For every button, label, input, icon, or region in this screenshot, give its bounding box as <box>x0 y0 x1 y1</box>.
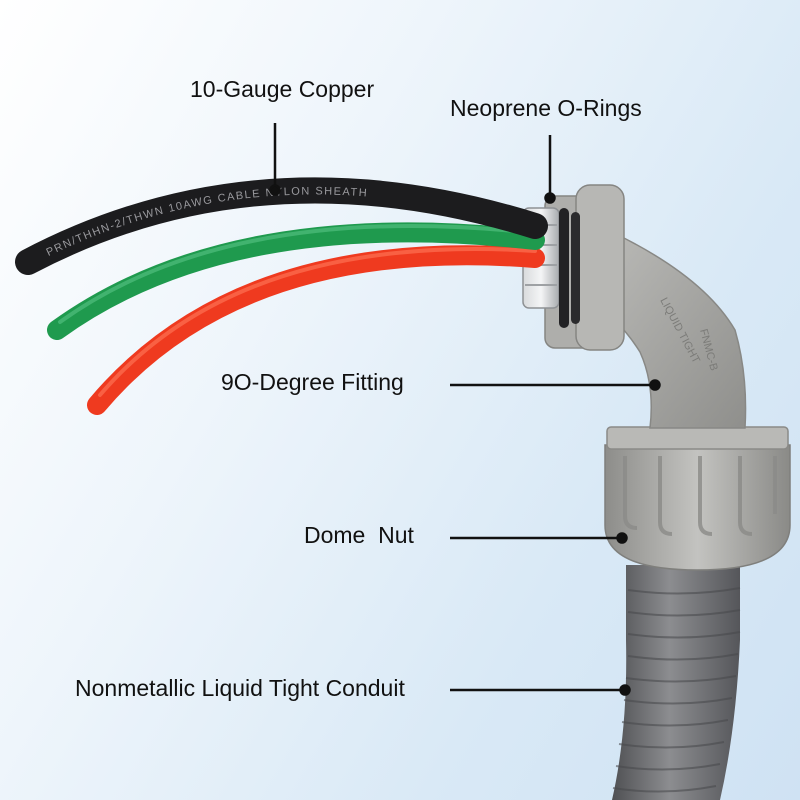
label-dome-nut: Dome Nut <box>304 522 414 548</box>
leader-fitting <box>450 379 661 391</box>
threaded-hub <box>522 184 625 351</box>
liquid-tight-conduit <box>612 565 741 800</box>
label-liquid-tight-conduit: Nonmetallic Liquid Tight Conduit <box>75 675 405 701</box>
label-90-degree-fitting: 9O-Degree Fitting <box>221 369 404 395</box>
red-wire <box>87 245 545 415</box>
leader-conduit <box>450 684 631 696</box>
dome-nut <box>604 426 791 571</box>
leader-dome-nut <box>450 532 628 544</box>
leader-lines <box>269 123 661 696</box>
ninety-degree-elbow: LIQUID TIGHT FNMC-B <box>589 220 747 429</box>
neoprene-o-rings <box>559 208 580 328</box>
label-neoprene-o-rings: Neoprene O-Rings <box>450 95 642 121</box>
green-wire <box>47 222 545 340</box>
leader-o-rings <box>544 135 556 204</box>
leader-copper <box>269 123 281 196</box>
label-10-gauge-copper: 10-Gauge Copper <box>190 76 375 102</box>
